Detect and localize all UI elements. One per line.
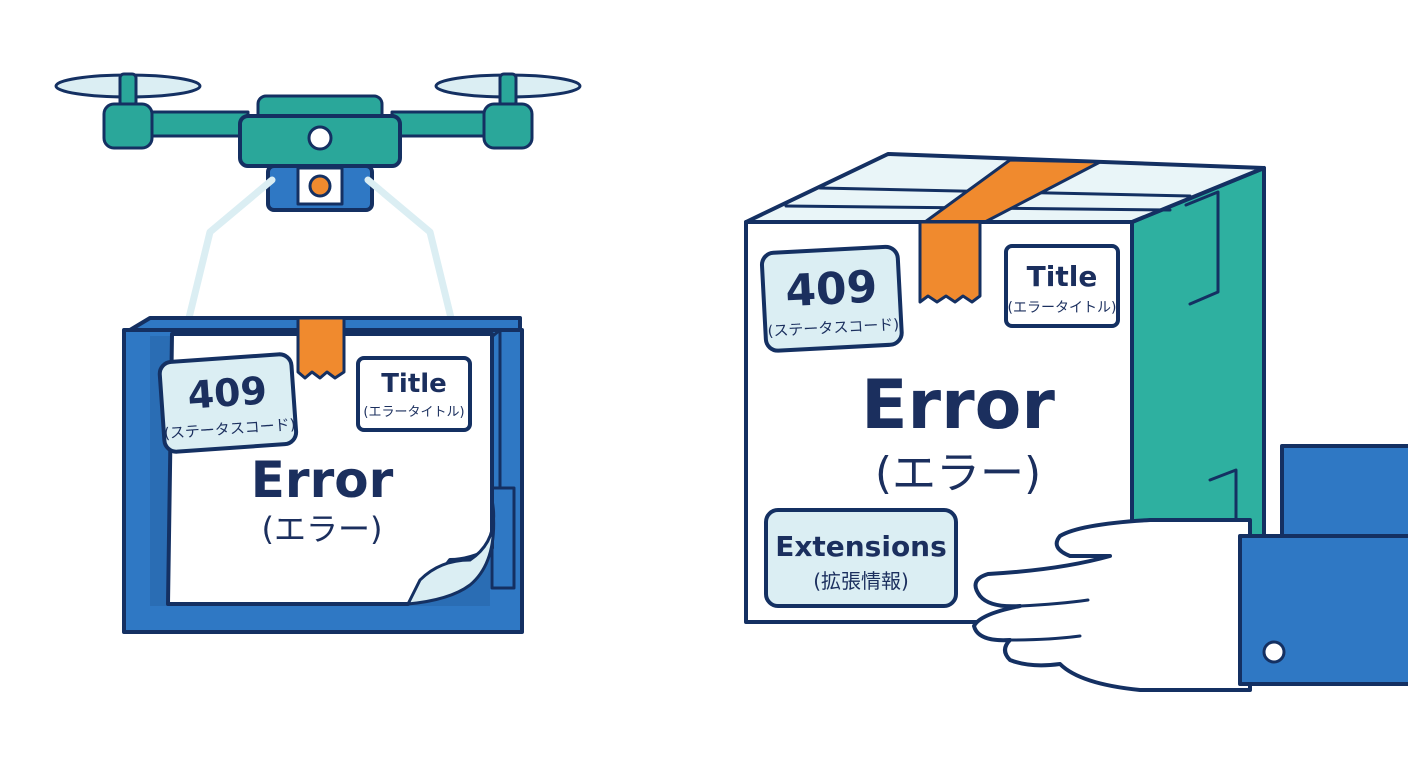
title-label: Title (エラータイトル)	[356, 356, 472, 432]
error-text: Error	[861, 366, 1055, 445]
error-label: Error (エラー)	[861, 366, 1055, 499]
status-code-label: 409 (ステータスコード)	[157, 352, 299, 454]
status-code-text: 409	[186, 368, 268, 417]
package-box-icon: 409 (ステータスコード) Title (エラータイトル) Error (エラ…	[122, 316, 524, 634]
extensions-caption: (拡張情報)	[813, 569, 909, 593]
title-caption: (エラータイトル)	[363, 405, 464, 420]
extensions-label: Extensions (拡張情報)	[764, 508, 958, 608]
sleeve-icon	[1238, 444, 1408, 686]
title-caption: (エラータイトル)	[1008, 300, 1117, 316]
title-text: Title	[1027, 260, 1098, 293]
extensions-text: Extensions	[775, 530, 947, 563]
error-label: Error (エラー)	[251, 451, 394, 548]
error-caption: (エラー)	[262, 510, 383, 548]
drone-icon	[54, 72, 582, 326]
error-caption: (エラー)	[875, 448, 1041, 499]
status-code-label: 409 (ステータスコード)	[759, 244, 904, 353]
status-code-text: 409	[784, 261, 878, 317]
tape-icon	[296, 316, 346, 380]
title-label: Title (エラータイトル)	[1004, 244, 1120, 328]
title-text: Title	[381, 369, 447, 399]
hand-icon	[972, 518, 1252, 692]
error-text: Error	[251, 451, 394, 509]
